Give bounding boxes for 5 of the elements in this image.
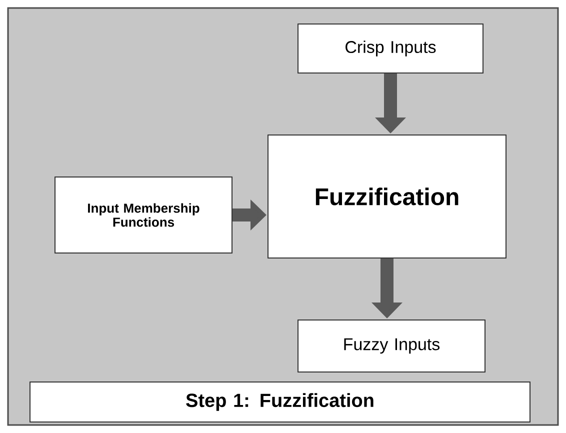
process-box: Fuzzy Inputs [298, 319, 486, 372]
process-box: Fuzzification [268, 134, 506, 258]
title-bar: Step 1: Fuzzification [30, 381, 530, 422]
process-box: Input Membership Functions [54, 176, 232, 254]
process-box: Crisp Inputs [298, 24, 484, 74]
